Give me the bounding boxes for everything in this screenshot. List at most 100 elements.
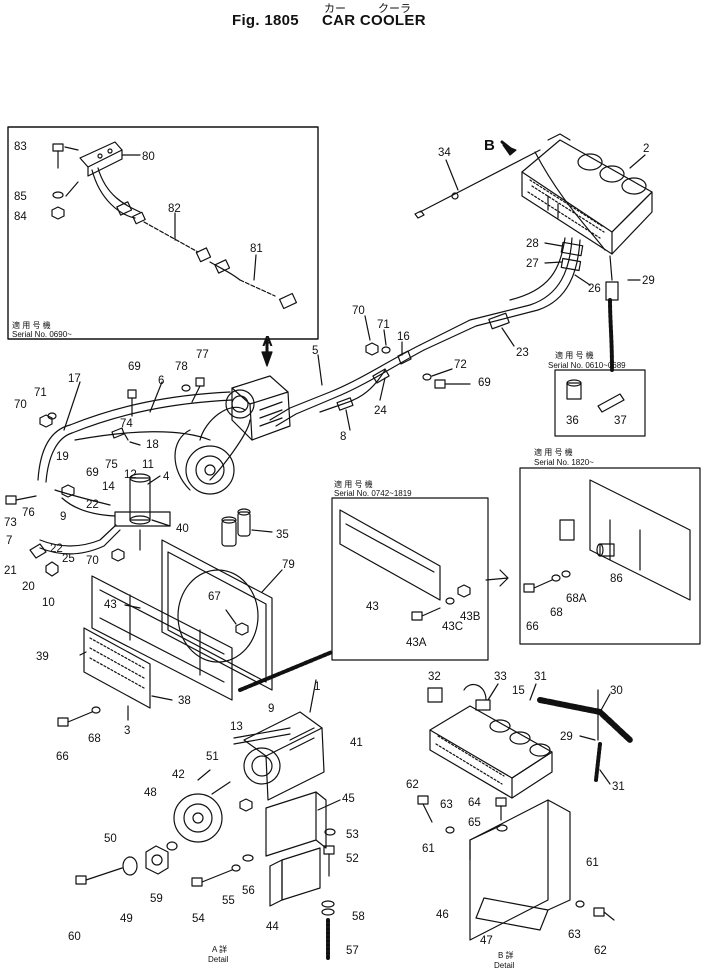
callout-84: 84 bbox=[14, 211, 27, 223]
callout-30: 30 bbox=[610, 685, 623, 697]
callout-29b: 29 bbox=[560, 731, 573, 743]
serial-note-2-title: 適 用 号 機 bbox=[555, 350, 594, 360]
nut-70-left bbox=[39, 414, 53, 428]
washer-50 bbox=[166, 841, 178, 851]
callout-23: 23 bbox=[516, 347, 529, 359]
callout-66: 66 bbox=[56, 751, 69, 763]
callout-4: 4 bbox=[163, 471, 170, 483]
callout-50: 50 bbox=[104, 833, 117, 845]
drive-belt-and-pulley bbox=[174, 406, 251, 495]
collar-49 bbox=[122, 856, 138, 876]
serial-note-4-title: 適 用 号 機 bbox=[534, 447, 573, 457]
pipe-9-22 bbox=[39, 489, 121, 555]
washer-85 bbox=[52, 191, 64, 199]
washer-56 bbox=[242, 854, 254, 862]
callout-83: 83 bbox=[14, 141, 27, 153]
callout-15: 15 bbox=[512, 685, 525, 697]
callout-44: 44 bbox=[266, 921, 279, 933]
callout-25: 25 bbox=[62, 553, 75, 565]
harness-connector-80 bbox=[79, 141, 123, 177]
callout-9: 9 bbox=[60, 511, 66, 523]
frame-43-alt bbox=[339, 509, 441, 601]
bolt-69 bbox=[434, 379, 471, 389]
callout-55: 55 bbox=[222, 895, 235, 907]
rubber-86 bbox=[596, 543, 615, 557]
callout-46: 46 bbox=[436, 909, 449, 921]
callout-21: 21 bbox=[4, 565, 17, 577]
callout-13: 13 bbox=[230, 721, 243, 733]
callout-66b: 66 bbox=[526, 621, 539, 633]
callout-53: 53 bbox=[346, 829, 359, 841]
callout-77: 77 bbox=[196, 349, 209, 361]
bracket-45 bbox=[265, 791, 327, 857]
callout-18: 18 bbox=[146, 439, 159, 451]
relay-32 bbox=[427, 687, 443, 703]
callout-26: 26 bbox=[588, 283, 601, 295]
callout-69c: 69 bbox=[86, 467, 99, 479]
callout-20: 20 bbox=[22, 581, 35, 593]
serial-note-1-text: Serial No. 0690~ bbox=[12, 330, 72, 339]
washer-65 bbox=[496, 824, 508, 832]
callout-43-alt: 43 bbox=[366, 601, 379, 613]
bolt-43a bbox=[411, 607, 441, 621]
callout-76: 76 bbox=[22, 507, 35, 519]
callout-36: 36 bbox=[566, 415, 579, 427]
serial-note-1-title: 適 用 号 機 bbox=[12, 320, 51, 330]
callout-71b: 71 bbox=[34, 387, 47, 399]
callout-11: 11 bbox=[142, 459, 154, 471]
callout-75: 75 bbox=[105, 459, 118, 471]
callout-labels: 83 80 85 84 82 81 34 2 28 27 26 29 70 71… bbox=[4, 141, 655, 957]
callout-85: 85 bbox=[14, 191, 27, 203]
bolt-69-left bbox=[127, 389, 137, 417]
callout-5: 5 bbox=[312, 345, 318, 357]
receiver-dryer-4 bbox=[114, 473, 171, 551]
washer-63-bottom bbox=[575, 900, 585, 908]
callout-59: 59 bbox=[150, 893, 163, 905]
thermo-sensor-34 bbox=[414, 149, 606, 251]
callout-70b: 70 bbox=[14, 399, 27, 411]
callout-22b: 22 bbox=[50, 543, 63, 555]
washer-68-right bbox=[551, 574, 561, 582]
title-kana-car: カー bbox=[324, 3, 346, 15]
callout-19: 19 bbox=[56, 451, 69, 463]
callout-48: 48 bbox=[144, 787, 157, 799]
callout-72: 72 bbox=[454, 359, 467, 371]
bracket-1820 bbox=[559, 479, 691, 601]
bolt-62-bottom bbox=[593, 907, 615, 921]
pipe-13 bbox=[233, 727, 291, 745]
washer-68a bbox=[561, 570, 571, 578]
serial-note-3-title: 適 用 号 機 bbox=[334, 479, 373, 489]
condenser-39 bbox=[83, 627, 151, 709]
callout-1: 1 bbox=[314, 681, 320, 693]
callout-68: 68 bbox=[88, 733, 101, 745]
evaporator-unit-detail bbox=[429, 705, 553, 799]
callout-62b: 62 bbox=[594, 945, 607, 957]
callout-52: 52 bbox=[346, 853, 359, 865]
serial-inset-36-37 bbox=[554, 369, 646, 437]
washer-72 bbox=[422, 373, 432, 381]
bracket-61-46 bbox=[469, 799, 571, 941]
bolt-66-right bbox=[523, 579, 553, 593]
callout-78: 78 bbox=[175, 361, 188, 373]
callout-51: 51 bbox=[206, 751, 219, 763]
callout-42: 42 bbox=[172, 769, 185, 781]
callout-29: 29 bbox=[642, 275, 655, 287]
callout-40: 40 bbox=[176, 523, 189, 535]
callout-31b: 31 bbox=[612, 781, 625, 793]
washer-63-top bbox=[445, 826, 455, 834]
detail-b-caption: Detail bbox=[494, 961, 515, 970]
fan-shroud-79 bbox=[161, 539, 273, 691]
wiring-inset-frame bbox=[7, 126, 319, 340]
bolt-64 bbox=[495, 797, 507, 821]
callout-45: 45 bbox=[342, 793, 355, 805]
rubber-36 bbox=[566, 379, 582, 400]
detail-a-caption: Detail bbox=[208, 955, 229, 964]
figure-title: CAR COOLER bbox=[322, 12, 426, 29]
view-link-arrow-2 bbox=[485, 569, 509, 587]
callout-67: 67 bbox=[208, 591, 221, 603]
title-kana-cooler: クーラ bbox=[378, 3, 411, 15]
callout-70c: 70 bbox=[86, 555, 99, 567]
fitting-21 bbox=[29, 543, 47, 559]
